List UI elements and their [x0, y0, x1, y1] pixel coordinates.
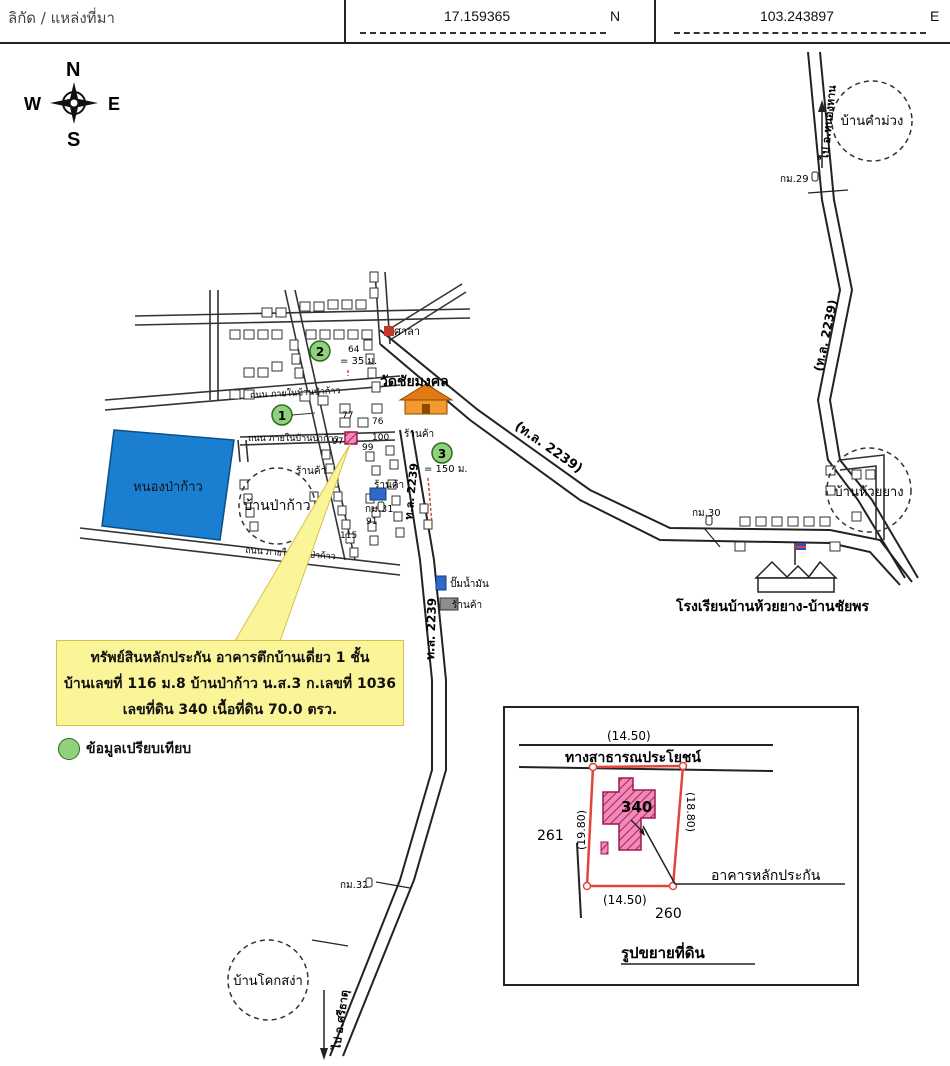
longitude-cell: 103.243897 E — [656, 0, 948, 42]
to-nonghan-label: ไป อ.หนองหาน — [817, 84, 839, 162]
village-khoksong-label: บ้านโคกสง่า — [233, 973, 303, 989]
houses — [229, 271, 876, 558]
road-label-2239-a: (ท.ล. 2239) — [512, 419, 585, 477]
km29-label: กม.29 — [780, 174, 809, 185]
shop-label-1: ร้านค้า — [404, 428, 434, 440]
note-line-3: เลขที่ดิน 340 เนื้อที่ดิน 70.0 ตรว. — [122, 702, 338, 718]
km30-label: กม.30 — [692, 508, 721, 519]
coordinate-header: ลิกัด / แหล่งที่มา 17.159365 N 103.24389… — [0, 0, 950, 44]
km32-label: กม.32 — [340, 880, 369, 891]
inset-bottom-neighbor: 260 — [655, 906, 682, 922]
shop-label-3: ร้านค้า — [374, 479, 404, 491]
school-icon — [754, 543, 838, 593]
num-91: 91 — [366, 517, 377, 527]
comparable-legend-icon — [58, 738, 80, 760]
road-label-2239-b: (ท.ล. 2239) — [811, 298, 840, 372]
num-115: 115 — [340, 531, 357, 541]
gas-station-icon — [435, 575, 447, 591]
latitude-unit: N — [610, 8, 621, 24]
road-label-2239-c: ท.ล. 2239 — [423, 598, 439, 660]
highway-2239 — [329, 51, 919, 1057]
village-huaiyang-label: บ้านห้วยยาง — [834, 485, 903, 500]
legend: ข้อมูลเปรียบเทียบ — [58, 738, 191, 760]
comparable-marker-3[interactable]: 3 — [431, 442, 453, 464]
inset-left-dim: (19.80) — [575, 810, 588, 850]
compass-e: E — [108, 94, 120, 114]
km-post-icons — [365, 171, 819, 888]
inset-caption: รูปขยายที่ดิน — [621, 942, 705, 963]
subject-property-marker[interactable] — [344, 431, 358, 445]
comparable-3-id: 3 — [438, 447, 446, 461]
school-label: โรงเรียนบ้านห้วยยาง-บ้านชัยพร — [675, 597, 870, 615]
pond-label: หนองป่าก้าว — [133, 480, 203, 495]
num-64: 64 — [348, 345, 360, 355]
shop-icon-2 — [369, 487, 387, 501]
comparable-1-id: 1 — [278, 409, 286, 423]
longitude-dash — [674, 32, 926, 34]
location-cell: ลิกัด / แหล่งที่มา — [0, 0, 346, 42]
village-khammuang-label: บ้านคำม่วง — [841, 114, 904, 129]
street-label-1: ถนน ภายในบ้านป่าก้าว — [250, 385, 341, 401]
inset-building-label: อาคารหลักประกัน — [711, 868, 821, 884]
distance-3: = 150 ม. — [424, 464, 468, 475]
comparable-2-id: 2 — [316, 345, 324, 359]
inset-road-label: ทางสาธารณประโยชน์ — [565, 748, 701, 766]
inset-right-dim: (18.80) — [684, 792, 697, 832]
land-inset: ทางสาธารณประโยชน์ (14.50) 340 (19.80) (1… — [503, 706, 859, 986]
note-line-1: ทรัพย์สินหลักประกัน อาคารตึกบ้านเดี่ยว 1… — [90, 650, 370, 666]
sala-icon — [384, 326, 394, 336]
pond-area: หนองป่าก้าว — [101, 429, 235, 541]
shop-icon-4 — [439, 597, 459, 611]
arrow-up-head-icon — [818, 100, 826, 112]
gas-station-label: ปั๊มน้ำมัน — [450, 576, 489, 590]
comparable-marker-2[interactable]: 2 — [309, 340, 331, 362]
latitude-cell: 17.159365 N — [346, 0, 656, 42]
collateral-note: ทรัพย์สินหลักประกัน อาคารตึกบ้านเดี่ยว 1… — [56, 640, 404, 726]
longitude-value: 103.243897 — [760, 8, 834, 24]
street-label-2: ถนน ภายในบ้านป่าก้าว — [248, 433, 339, 444]
comparable-marker-1[interactable]: 1 — [271, 404, 316, 426]
inset-drawing: ทางสาธารณประโยชน์ (14.50) 340 (19.80) (1… — [518, 729, 845, 965]
compass-icon: N S W E — [24, 59, 120, 151]
inset-left-neighbor: 261 — [537, 828, 564, 844]
num-99: 99 — [362, 443, 374, 453]
num-100: 100 — [372, 433, 389, 443]
compass-s: S — [67, 129, 80, 151]
shop-label-2: ร้านค้า — [296, 465, 326, 477]
num-97: 97 — [332, 437, 343, 447]
num-77: 77 — [342, 411, 353, 421]
road-label-2239-d: ท.ล. 2239 — [402, 462, 421, 520]
distance-arrow-3 — [427, 477, 433, 525]
distance-2: = 35 ม. — [340, 356, 377, 367]
longitude-unit: E — [930, 8, 940, 24]
temple-icon — [398, 383, 454, 415]
latitude-dash — [360, 32, 606, 34]
shop-label-4: ร้านค้า — [452, 599, 482, 611]
num-76: 76 — [372, 417, 384, 427]
location-label: ลิกัด / แหล่งที่มา — [8, 9, 115, 27]
latitude-value: 17.159365 — [444, 8, 511, 24]
sala-label: ศาลา — [394, 325, 420, 338]
location-map[interactable]: N S W E — [0, 44, 950, 1066]
compass-n: N — [66, 59, 80, 81]
legend-label: ข้อมูลเปรียบเทียบ — [86, 741, 192, 757]
inset-bottom-dim: (14.50) — [603, 893, 647, 907]
temple-label: วัดชัยมงคล — [380, 374, 449, 390]
inset-parcel-number: 340 — [621, 798, 652, 816]
compass-w: W — [24, 94, 41, 114]
note-line-2: บ้านเลขที่ 116 ม.8 บ้านป่าก้าว น.ส.3 ก.เ… — [64, 676, 396, 692]
km-ticks — [311, 189, 849, 947]
village-pakao-label: บ้านป่าก้าว — [243, 498, 310, 514]
callout-pointer — [234, 443, 351, 642]
arrow-down-head-icon — [320, 1048, 328, 1060]
house-numbers: 64 77 76 97 99 100 91 115 — [332, 345, 389, 541]
inset-top-dim: (14.50) — [607, 729, 651, 743]
